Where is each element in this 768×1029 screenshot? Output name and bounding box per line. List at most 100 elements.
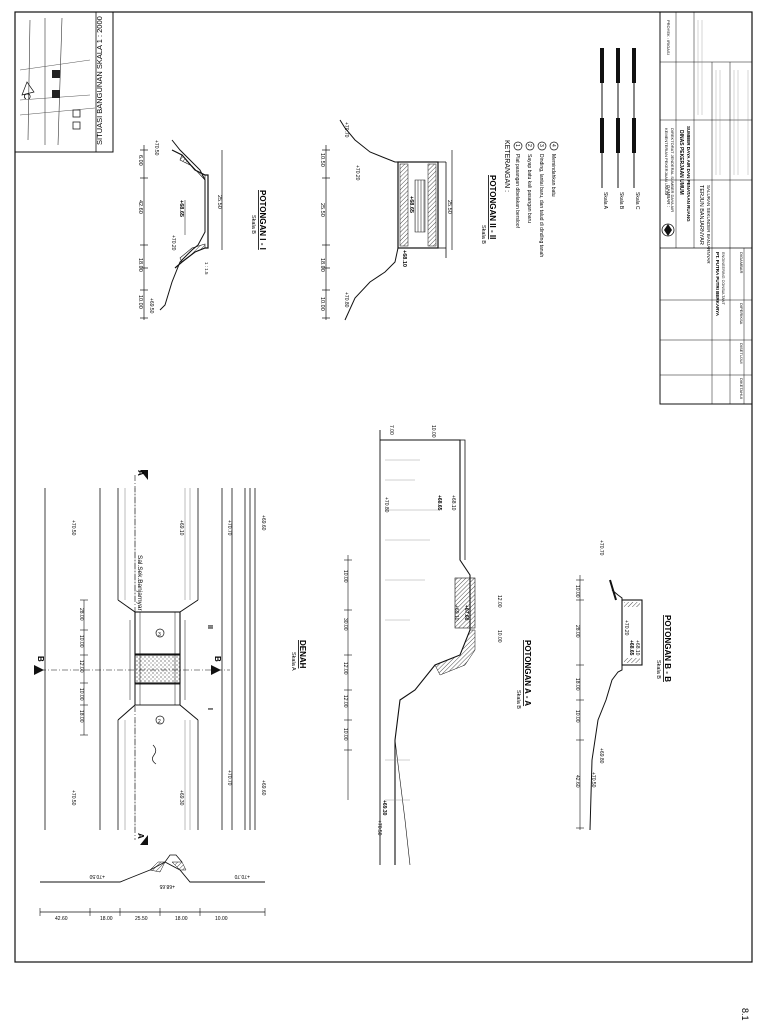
svg-text:10.00: 10.00 [574, 585, 580, 598]
svg-text:10.00: 10.00 [78, 635, 84, 648]
marker-b-left: B [36, 656, 45, 662]
svg-text:3: 3 [538, 144, 544, 147]
svg-text:+69.10: +69.10 [453, 605, 459, 621]
svg-text:25.50: 25.50 [216, 195, 222, 209]
consultant-name: PT. PUTRA PUTRI BERKARYA [715, 252, 720, 317]
svg-text:+68.10: +68.10 [634, 640, 640, 656]
situasi-title: SITUASI BANGUNAN SKALA 1 : 2000 [95, 16, 104, 145]
svg-text:+68.65: +68.65 [628, 640, 634, 656]
potongan-1-section: 42.60 18.00 10.00 6.00 25.50 +68.65 +70.… [137, 139, 267, 320]
title-block: KEMENTERIAN PEKERJAAN UMUM DIREKTORAT JE… [659, 11, 753, 405]
potongan-aa-section: 10.00 30.00 12.00 12.00 10.00 12.00 10.0… [342, 425, 532, 866]
directorate-text: DIREKTORAT JENDERAL SUMBER DAYA AIR [670, 128, 675, 212]
svg-text:18.00: 18.00 [100, 916, 113, 922]
svg-text:+70.70: +70.70 [226, 520, 232, 536]
svg-text:+70.70: +70.70 [343, 122, 349, 138]
svg-text:10.00: 10.00 [215, 916, 228, 922]
svg-text:28.00: 28.00 [574, 625, 580, 638]
svg-text:+69.60: +69.60 [260, 515, 266, 531]
keterangan-title: KETERANGAN : [503, 140, 510, 192]
svg-text:+70.70: +70.70 [598, 540, 604, 556]
svg-text:+70.20: +70.20 [623, 620, 629, 636]
row-disetujui: DISETUJUI [739, 343, 744, 364]
svg-text:+70.70: +70.70 [226, 770, 232, 786]
svg-text:42.60: 42.60 [137, 200, 143, 214]
svg-text:+70.20: +70.20 [354, 165, 360, 181]
agency-logo [661, 223, 675, 237]
scale-bars: Skala A Skala B Skala C [600, 48, 640, 210]
svg-text:10.00: 10.00 [342, 728, 348, 741]
legend-item-4: 4 Memindahkan batu [549, 141, 559, 197]
svg-text:7.00: 7.00 [388, 425, 394, 435]
svg-text:18.00: 18.00 [319, 258, 325, 272]
svg-text:28.00: 28.00 [78, 608, 84, 621]
division-text: SUMBER DAYA AIR DAN PENATAAN RUANG [686, 126, 691, 222]
situasi-plan: C SITUASI BANGUNAN SKALA 1 : 2000 [14, 11, 114, 153]
svg-text:+68.65: +68.65 [178, 200, 184, 217]
drawing-sub: SALURAN SEKUNDER BANJARNYAR [706, 185, 711, 264]
marker-ii: II [206, 625, 213, 629]
svg-text:25.50: 25.50 [319, 203, 325, 217]
svg-text:+70.80: +70.80 [383, 497, 389, 513]
legend-item-2: 2 Sayap batu kali pasangan baru [525, 141, 535, 223]
svg-text:+70.50: +70.50 [590, 772, 596, 788]
row-diperiksa: DIPERIKSA [739, 303, 744, 325]
denah-plan: 3 2 A A B B II I Sal.Sek.Banjarnyar 28.0… [34, 470, 307, 845]
scale-a-label: Skala A [602, 192, 608, 210]
svg-text:+70.20: +70.20 [170, 235, 176, 251]
svg-text:2: 2 [158, 719, 161, 725]
svg-text:10.00: 10.00 [574, 710, 580, 723]
svg-text:6.00: 6.00 [137, 155, 143, 166]
svg-text:Sayap batu kali pasangan baru: Sayap batu kali pasangan baru [526, 154, 532, 223]
canal-label: Sal.Sek.Banjarnyar [136, 555, 143, 611]
svg-text:+70.50: +70.50 [89, 873, 105, 879]
svg-text:42.60: 42.60 [574, 775, 580, 788]
legend-item-1: 1 Plat pasangan dibelakan bersloof [513, 141, 523, 229]
marker-b-right: B [213, 656, 222, 662]
svg-text:4: 4 [550, 144, 556, 147]
svg-text:18.00: 18.00 [175, 916, 188, 922]
svg-text:12.00: 12.00 [78, 660, 84, 673]
svg-text:+70.50: +70.50 [70, 790, 76, 806]
scale-b-label: Skala B [618, 192, 624, 210]
keterangan-legend: KETERANGAN : 1 Plat pasangan dibelakan b… [503, 140, 559, 257]
marker-a-top: A [136, 470, 145, 476]
marker-a-bottom: A [136, 833, 145, 839]
svg-text:30.00: 30.00 [342, 618, 348, 631]
svg-text:10.50: 10.50 [319, 153, 325, 167]
svg-text:+70.50: +70.50 [376, 820, 382, 836]
svg-text:12.00: 12.00 [342, 662, 348, 675]
potongan-1-scale: Skala B [250, 215, 256, 234]
svg-text:18.00: 18.00 [78, 710, 84, 723]
potongan-1-title: POTONGAN I - I [258, 190, 267, 250]
marker-i: I [206, 708, 213, 710]
svg-text:10.00: 10.00 [342, 570, 348, 583]
gambar-label: GAMBAR : [666, 185, 671, 207]
ministry-text: KEMENTERIAN PEKERJAAN UMUM [664, 128, 669, 195]
svg-text:+70.80: +70.80 [343, 292, 349, 308]
small-cross-section: 42.60 18.00 25.50 18.00 10.00 +70.50 +68… [39, 854, 266, 922]
svg-text:+68.10: +68.10 [401, 250, 407, 267]
legend-item-3: 3 Dinding, lantai baru, dan talud di din… [537, 141, 547, 257]
drawing-name: TERJUN BANJARNYAR [698, 185, 704, 245]
scale-c-label: Skala C [634, 192, 640, 210]
potongan-aa-scale: Skala B [515, 690, 521, 709]
svg-text:+68.65: +68.65 [436, 495, 442, 511]
svg-text:Plat pasangan dibelakan berslo: Plat pasangan dibelakan bersloof [514, 154, 520, 229]
denah-title: DENAH [298, 640, 307, 669]
potongan-2-title: POTONGAN II - II [488, 175, 497, 239]
svg-text:1 : 1.5: 1 : 1.5 [204, 262, 209, 275]
agency-text: DINAS PEKERJAAN UMUM [678, 130, 684, 195]
row-diketahui: DIKETAHUI [739, 378, 744, 399]
svg-text:Memindahkan batu: Memindahkan batu [550, 154, 556, 197]
potongan-2-scale: Skala B [480, 225, 486, 244]
svg-text:+69.30: +69.30 [381, 800, 387, 816]
situasi-letter-c: C [22, 93, 32, 100]
svg-text:3: 3 [158, 632, 161, 638]
svg-text:12.00: 12.00 [342, 695, 348, 708]
sheet-number: 8.1 [740, 1008, 750, 1021]
svg-text:+67.60: +67.60 [463, 605, 469, 621]
row-digambar: DIGAMBAR [739, 252, 744, 273]
